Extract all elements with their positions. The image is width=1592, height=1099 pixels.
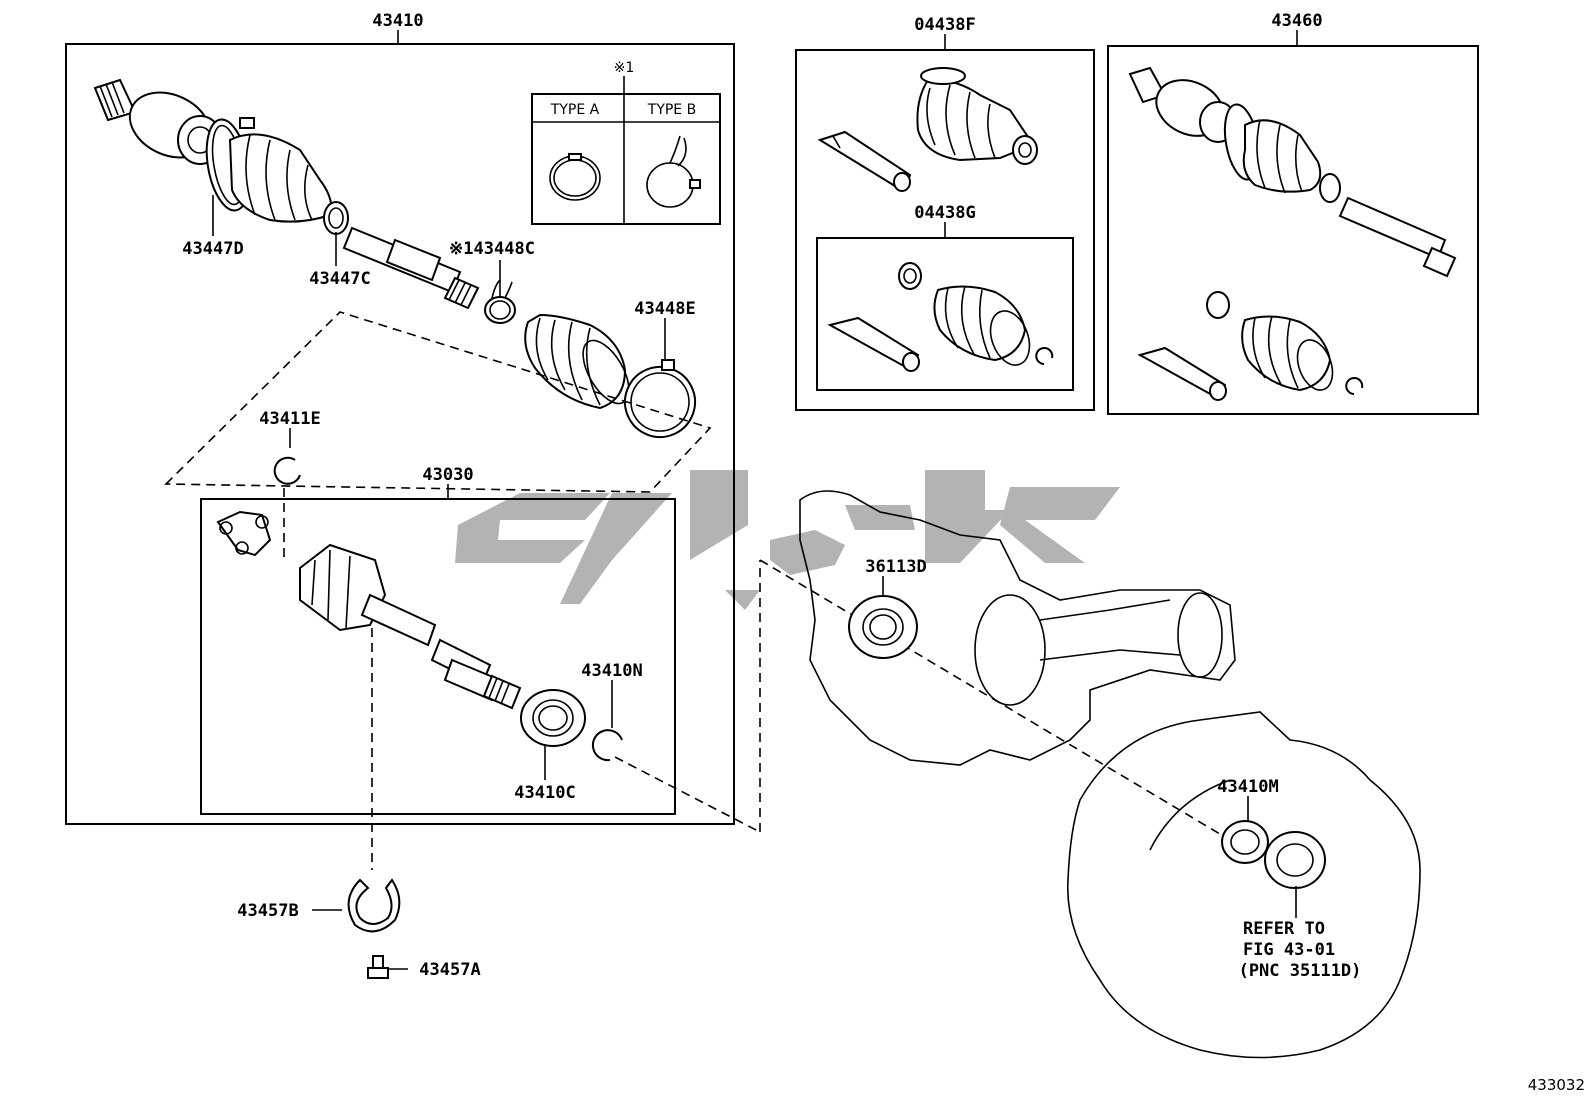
- label-43447d: 43447D: [182, 239, 243, 259]
- snap-ring-43411e: [273, 456, 301, 485]
- inner-joint-frame: [200, 498, 676, 815]
- inner-joint-parts: [216, 510, 623, 762]
- main-assembly-frame: [65, 43, 735, 825]
- label-43410n: 43410N: [581, 661, 642, 681]
- label-43411e: 43411E: [259, 409, 320, 429]
- bolt-43457a: [367, 955, 389, 979]
- drive-shaft-right: [1128, 66, 1457, 401]
- differential-housing: [799, 490, 1236, 766]
- label-43410c: 43410C: [514, 783, 575, 803]
- shaft-assembly-right-label: 43460: [1271, 11, 1322, 31]
- label-43447c: 43447C: [309, 269, 370, 289]
- clamp-43448e: [624, 359, 696, 438]
- clamp-type-b-icon: [646, 135, 701, 208]
- clamp-note-mark: ※1: [614, 60, 635, 76]
- label-43448c: ※143448C: [449, 239, 535, 259]
- shaft-assembly-right-frame: [1107, 45, 1479, 415]
- label-43457a: 43457A: [419, 960, 480, 980]
- dashed-boot-region: [164, 311, 712, 493]
- watermark-logo: [455, 470, 1120, 610]
- inner-boot: [524, 313, 630, 410]
- main-assembly-label: 43410: [372, 11, 423, 31]
- clamp-type-b-label: TYPE B: [647, 102, 696, 118]
- seal-35111d: [1264, 831, 1326, 889]
- reference-note-line1: REFER TO: [1243, 919, 1325, 939]
- label-43448e: 43448E: [634, 299, 695, 319]
- label-36113d: 36113D: [865, 557, 926, 577]
- clamp-type-a-icon: [549, 153, 601, 201]
- reference-note-line2: FIG 43-01: [1243, 940, 1335, 960]
- figure-number: 433032: [1528, 1076, 1585, 1094]
- reference-note-line3: (PNC 35111D): [1239, 961, 1362, 981]
- drive-shaft-left: [93, 78, 480, 310]
- boot-kit-inner-parts: [827, 262, 1054, 372]
- bearing-36113d: [848, 595, 918, 659]
- clamp-type-table: ※1 TYPE A TYPE B: [531, 60, 721, 225]
- boot-kit-inner-label: 04438G: [914, 203, 975, 223]
- clip-43457b: [347, 878, 401, 933]
- seal-43410m: [1221, 820, 1269, 864]
- transmission-case: [1066, 711, 1421, 1059]
- boot-kit-outer-parts: [817, 67, 1038, 192]
- label-43410m: 43410M: [1217, 777, 1278, 797]
- inner-joint-label: 43030: [422, 465, 473, 485]
- boot-kit-outer-label: 04438F: [914, 15, 975, 35]
- label-43457b: 43457B: [237, 901, 298, 921]
- clamp-type-a-label: TYPE A: [550, 102, 600, 118]
